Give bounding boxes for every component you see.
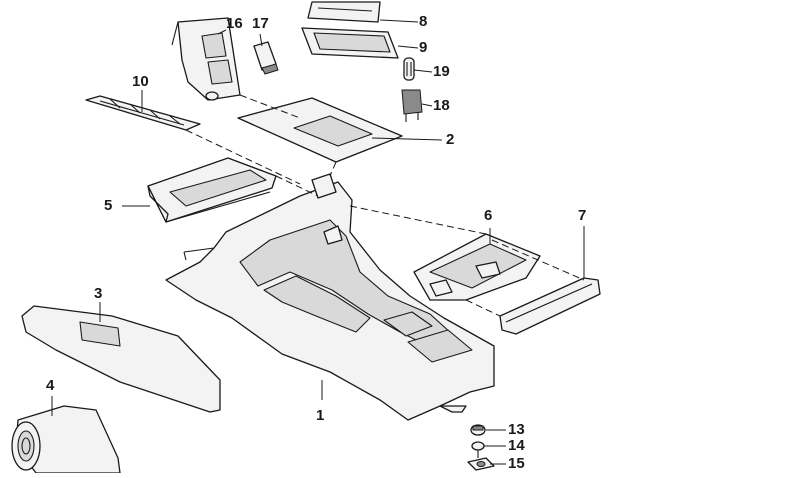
part-16-bracket	[171, 17, 241, 101]
callout-8: 8	[419, 13, 428, 30]
part-18-socket	[401, 89, 423, 122]
callout-10: 10	[132, 73, 149, 90]
leader-lines	[51, 19, 585, 465]
callout-13: 13	[508, 421, 525, 438]
callout-9: 9	[419, 39, 428, 56]
alignment-lines	[185, 94, 585, 317]
callout-16: 16	[226, 15, 243, 32]
part-3-side-panel	[21, 305, 221, 413]
callout-18: 18	[433, 97, 450, 114]
callout-14: 14	[508, 437, 525, 454]
part-9-frame	[301, 27, 399, 59]
part-8-trim-strip	[307, 1, 381, 23]
callout-2: 2	[446, 131, 455, 148]
callout-7: 7	[578, 207, 587, 224]
part-17-cap	[253, 41, 279, 75]
part-15-nut	[467, 457, 495, 471]
part-4-roll	[11, 405, 121, 474]
part-10-grille	[85, 95, 201, 131]
part-6-ashtray	[413, 233, 541, 301]
part-1-center-console	[165, 173, 495, 421]
part-13-clip	[470, 424, 486, 436]
part-14-screw	[471, 441, 485, 458]
callout-3: 3	[94, 285, 103, 302]
callout-15: 15	[508, 455, 525, 472]
callout-4: 4	[46, 377, 55, 394]
part-19-bulb	[403, 57, 415, 81]
part-2-tray	[237, 97, 403, 163]
part-5-storage-box	[147, 157, 277, 223]
callout-17: 17	[252, 15, 269, 32]
callout-5: 5	[104, 197, 113, 214]
callout-6: 6	[484, 207, 493, 224]
part-7-cover-strip	[499, 277, 601, 335]
callout-1: 1	[316, 407, 325, 424]
callout-19: 19	[433, 63, 450, 80]
